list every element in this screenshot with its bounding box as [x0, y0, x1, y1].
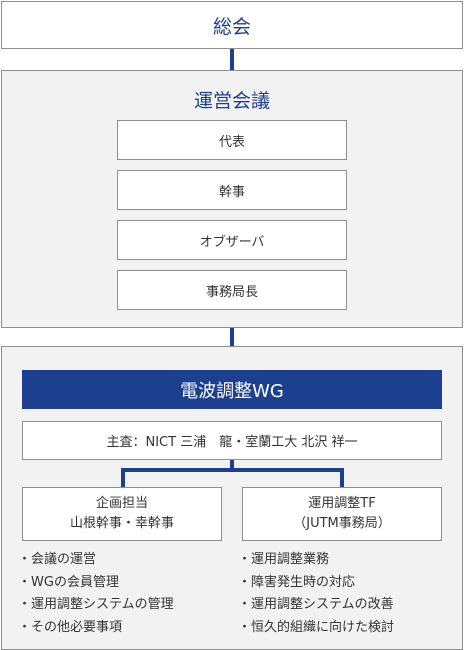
wg-title: 電波調整WG	[180, 380, 284, 402]
member-secretary-label: 幹事	[218, 184, 245, 200]
wg-title-bar: 電波調整WG	[22, 370, 442, 409]
planning-box: 企画担当 山根幹事・幸幹事	[22, 487, 222, 541]
planning-title: 企画担当	[95, 496, 148, 511]
connector-chair-down	[230, 460, 234, 471]
operations-task-list: 運用調整業務 障害発生時の対応 運用調整システムの改善 恒久的組織に向けた検討	[238, 549, 394, 639]
member-representative: 代表	[117, 120, 347, 160]
member-secretary: 幹事	[117, 170, 347, 210]
planning-members: 山根幹事・幸幹事	[69, 516, 174, 531]
wg-chair-box: 主査：NICT 三浦 龍・室蘭工大 北沢 祥一	[22, 421, 442, 460]
list-item: 運用調整システムの改善	[238, 594, 394, 617]
connector-to-operations	[340, 468, 344, 487]
operations-tf-title: 運用調整TF	[308, 496, 376, 511]
list-item: 運用調整業務	[238, 549, 394, 572]
list-item: 会議の運営	[18, 549, 174, 572]
list-item: その他必要事項	[18, 617, 174, 640]
member-observer-label: オブザーバ	[199, 234, 265, 250]
general-meeting-label: 総会	[212, 15, 251, 38]
list-item: 運用調整システムの管理	[18, 594, 174, 617]
list-item: 障害発生時の対応	[238, 572, 394, 595]
wg-chair-label: 主査：NICT 三浦 龍・室蘭工大 北沢 祥一	[106, 435, 358, 450]
member-secretary-general: 事務局長	[117, 270, 347, 310]
connector-to-planning	[121, 468, 125, 487]
member-observer: オブザーバ	[117, 220, 347, 260]
operations-tf-office: （JUTM事務局）	[293, 516, 391, 531]
connector-branch-horizontal	[121, 468, 344, 472]
list-item: WGの会員管理	[18, 572, 174, 595]
planning-task-list: 会議の運営 WGの会員管理 運用調整システムの管理 その他必要事項	[18, 549, 174, 639]
list-item: 恒久的組織に向けた検討	[238, 617, 394, 640]
member-representative-label: 代表	[218, 134, 245, 150]
connector-general-steering	[230, 49, 234, 70]
general-meeting-box: 総会	[1, 1, 463, 49]
member-secretary-general-label: 事務局長	[205, 284, 258, 300]
operations-tf-box: 運用調整TF （JUTM事務局）	[242, 487, 442, 541]
steering-committee-title: 運営会議	[193, 90, 270, 112]
connector-steering-wg	[230, 328, 234, 346]
